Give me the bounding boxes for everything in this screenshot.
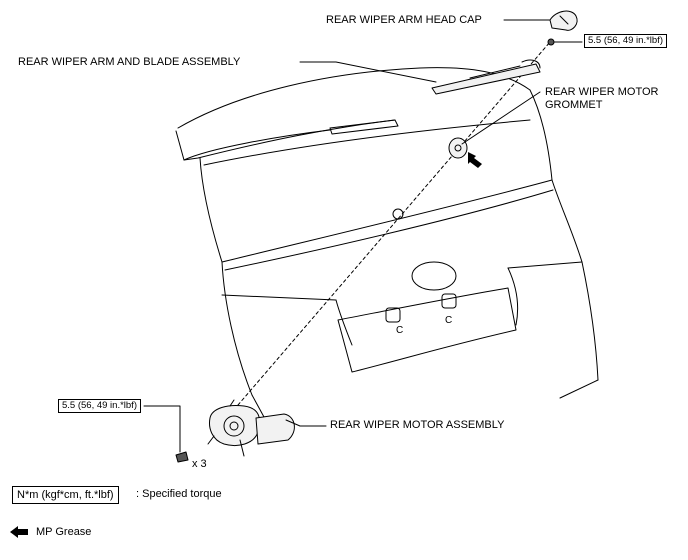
mount-hole: [392, 208, 404, 220]
back-door-outline: [175, 67, 599, 429]
wiper-motor: [207, 399, 301, 457]
marker-c-2: C: [445, 315, 453, 326]
rear-glass-edge: [203, 119, 531, 166]
label-grommet-line1: REAR WIPER MOTOR: [545, 86, 659, 98]
spoiler-light: [329, 119, 399, 135]
grommet: [448, 137, 468, 159]
marker-c-1: C: [396, 325, 404, 336]
legend-grease-label: MP Grease: [36, 526, 92, 538]
torque-box-bolt: 5.5 (56, 49 in.*lbf): [58, 399, 141, 413]
wiper-arm-blade: [431, 59, 541, 95]
license-plate-recess: [337, 287, 517, 373]
clip-square-1: [385, 307, 401, 323]
label-grommet-line2: GROMMET: [545, 99, 603, 111]
emblem: [411, 261, 457, 291]
alignment-dashed-line: [237, 41, 551, 406]
torque-box-nut: 5.5 (56, 49 in.*lbf): [584, 34, 667, 48]
leader-torque-bolt: [143, 405, 181, 453]
nut: [547, 38, 555, 46]
leader-arm-blade: [299, 61, 437, 83]
mounting-bolt: [175, 451, 189, 463]
label-arm-blade: REAR WIPER ARM AND BLADE ASSEMBLY: [18, 56, 241, 68]
leader-grommet: [461, 91, 541, 145]
label-motor: REAR WIPER MOTOR ASSEMBLY: [330, 419, 505, 431]
label-head-cap: REAR WIPER ARM HEAD CAP: [326, 14, 482, 26]
clip-square-2: [441, 293, 457, 309]
legend-grease-arrow-icon: [10, 526, 28, 538]
head-cap: [549, 10, 578, 31]
legend-torque-desc: : Specified torque: [136, 488, 222, 500]
legend-torque-unit: N*m (kgf*cm, ft.*lbf): [12, 486, 119, 504]
grease-arrow-icon: [468, 152, 482, 168]
label-bolt-qty: x 3: [192, 458, 207, 470]
